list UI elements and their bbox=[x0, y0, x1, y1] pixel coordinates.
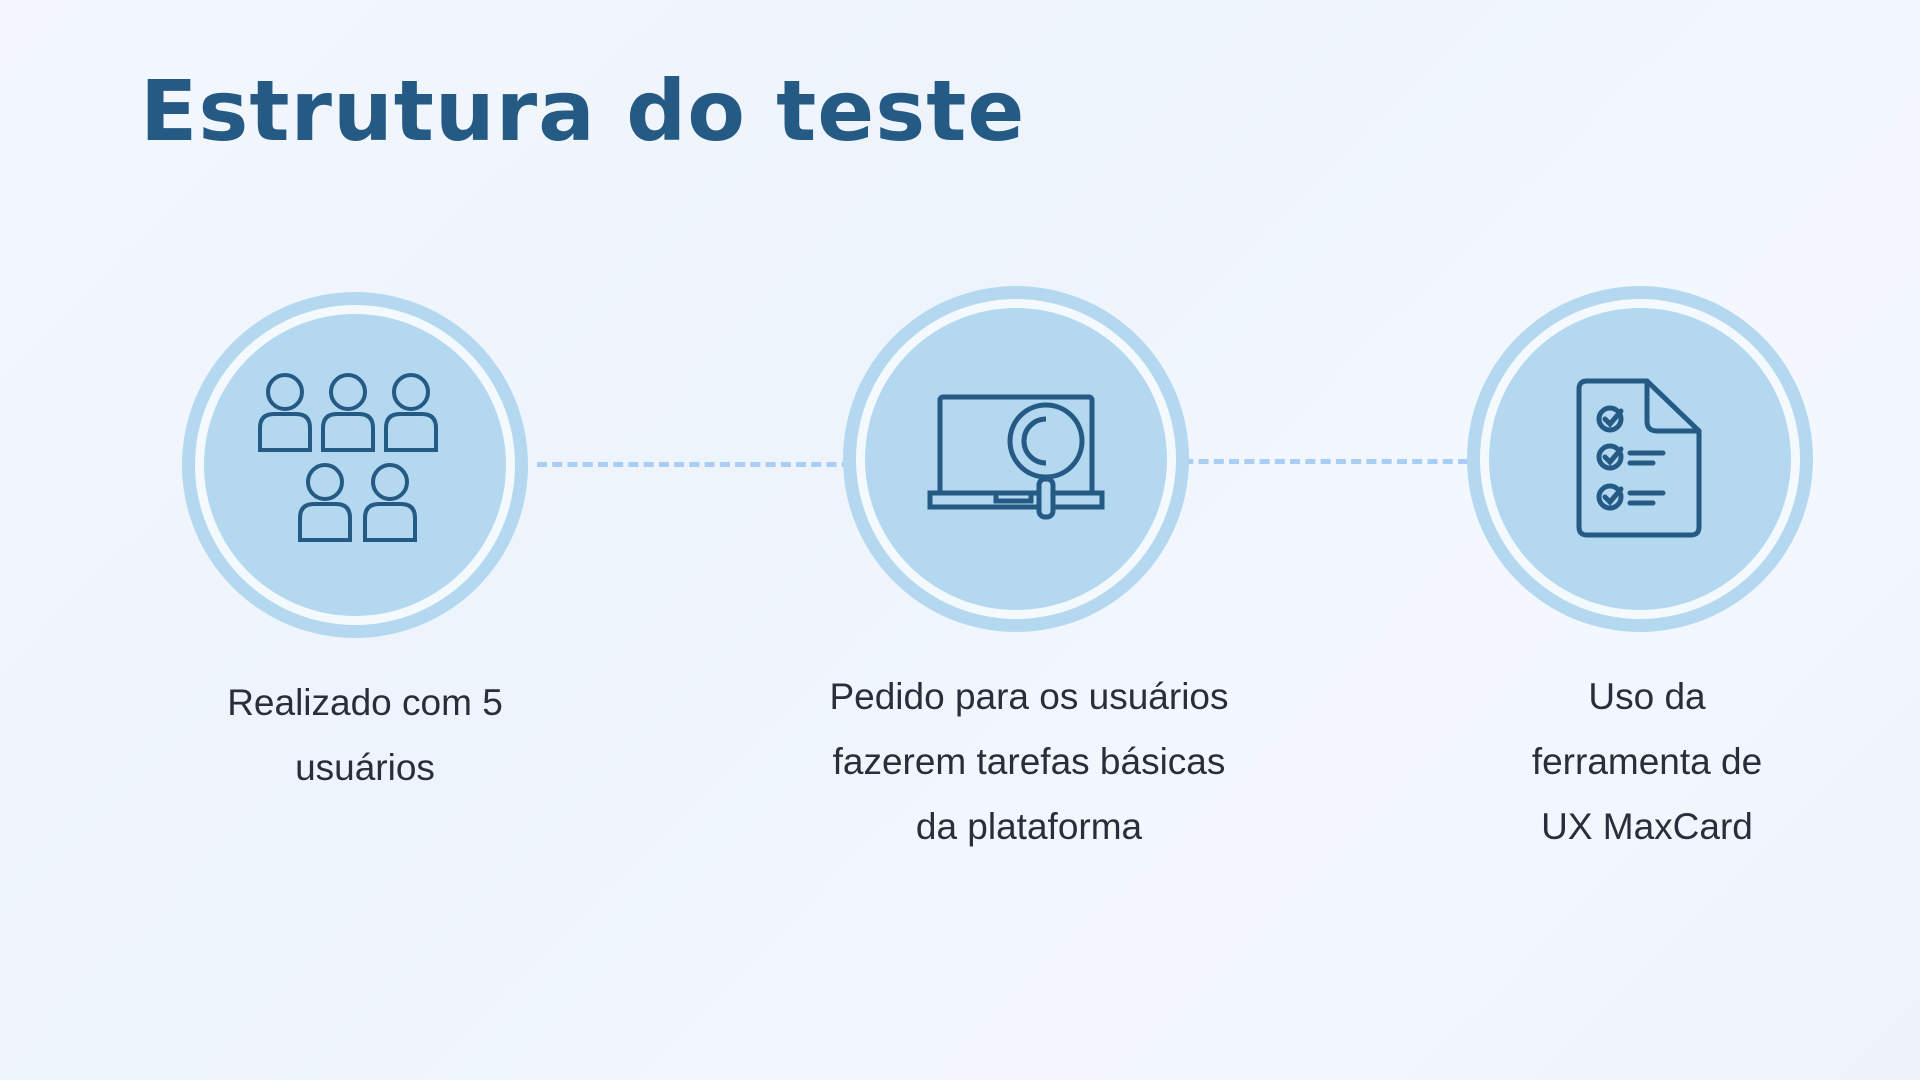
step-circle-laptop bbox=[843, 286, 1189, 632]
caption-line: UX MaxCard bbox=[1541, 806, 1753, 847]
caption-line: Pedido para os usuários bbox=[829, 676, 1229, 717]
laptop-search-icon bbox=[927, 394, 1105, 520]
caption-line: ferramenta de bbox=[1531, 741, 1763, 782]
step-circle-checklist bbox=[1467, 286, 1813, 632]
caption-line: fazerem tarefas básicas bbox=[832, 741, 1226, 782]
caption-line: Uso da bbox=[1588, 676, 1706, 717]
caption-line: Realizado com 5 bbox=[227, 682, 503, 723]
step-caption-users: Realizado com 5 usuários bbox=[135, 670, 595, 800]
caption-line: usuários bbox=[295, 747, 435, 788]
connector-line bbox=[537, 462, 867, 467]
caption-line: da plataforma bbox=[915, 806, 1143, 847]
step-caption-tool: Uso da ferramenta de UX MaxCard bbox=[1417, 664, 1877, 859]
checklist-document-icon bbox=[1576, 378, 1702, 538]
connector-line bbox=[1168, 459, 1468, 464]
users-group-icon bbox=[258, 373, 438, 542]
step-caption-tasks: Pedido para os usuários fazerem tarefas … bbox=[799, 664, 1259, 859]
step-circle-users bbox=[182, 292, 528, 638]
page-title: Estrutura do teste bbox=[140, 62, 1026, 160]
